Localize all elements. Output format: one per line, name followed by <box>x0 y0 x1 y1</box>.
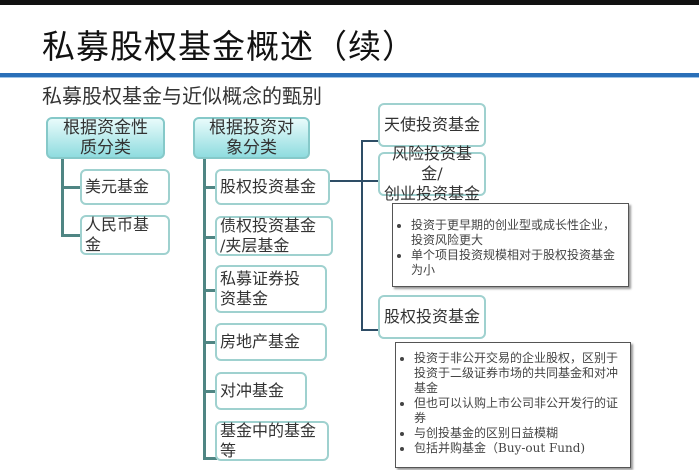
node-private-equity-fund: 股权投资基金 <box>378 295 486 339</box>
header-line: 象分类 <box>226 138 277 158</box>
header-line: 质分类 <box>80 138 131 158</box>
connector <box>203 158 206 460</box>
node-label-line: 债权投资基金 <box>220 216 317 235</box>
slide-subtitle: 私募股权基金与近似概念的甄别 <box>42 84 322 108</box>
note-private-equity: 投资于非公开交易的企业股权，区别于投资于二级证券市场的共同基金和对冲基金 但也可… <box>395 342 631 468</box>
node-equity-fund: 股权投资基金 <box>215 169 330 205</box>
node-venture-capital-fund: 风险投资基金/ 创业投资基金 <box>378 144 486 203</box>
note-bullet: 包括并购基金（Buy-out Fund) <box>414 441 626 456</box>
node-rmb-fund: 人民币基 金 <box>80 215 170 255</box>
slide-title: 私募股权基金概述（续） <box>42 27 416 66</box>
node-label-line: 创业投资基金 <box>383 184 480 203</box>
note-bullet: 投资于更早期的创业型或成长性企业，投资风险更大 <box>411 218 624 248</box>
node-label-line: /夹层基金 <box>220 236 290 255</box>
connector <box>361 140 379 142</box>
header-line: 根据资金性 <box>63 118 148 138</box>
connector <box>203 236 217 239</box>
connector <box>61 158 64 237</box>
node-label-line: 基金中的基金 <box>220 421 317 440</box>
connector <box>361 140 363 330</box>
node-label-line: 等 <box>220 441 237 460</box>
node-label: 美元基金 <box>85 177 150 196</box>
connector <box>203 390 217 393</box>
connector <box>203 186 217 189</box>
node-label: 股权投资基金 <box>383 307 480 326</box>
connector <box>61 234 81 237</box>
note-bullet: 但也可以认购上市公司非公开发行的证券 <box>414 396 626 426</box>
node-label-line: 金 <box>85 235 102 254</box>
node-label: 股权投资基金 <box>220 177 317 196</box>
note-bullet: 单个项目投资规模相对于股权投资基金为小 <box>411 248 624 278</box>
node-hedge-fund: 对冲基金 <box>215 372 307 410</box>
node-label: 对冲基金 <box>220 381 285 400</box>
node-label-line: 私募证券投 <box>220 269 301 288</box>
node-label: 房地产基金 <box>220 332 301 351</box>
connector <box>203 457 217 460</box>
title-divider <box>0 73 699 77</box>
header-line: 根据投资对 <box>209 118 294 138</box>
header-investment-target: 根据投资对 象分类 <box>193 117 310 159</box>
connector <box>61 186 81 189</box>
note-venture-capital: 投资于更早期的创业型或成长性企业，投资风险更大 单个项目投资规模相对于股权投资基… <box>392 203 629 287</box>
node-label-line: 人民币基 <box>85 215 150 234</box>
title-divider-light <box>0 77 699 78</box>
node-label-line: 资基金 <box>220 289 269 308</box>
node-debt-mezzanine-fund: 债权投资基金 /夹层基金 <box>215 216 333 256</box>
connector <box>361 329 379 331</box>
connector <box>203 289 217 292</box>
node-fund-of-funds: 基金中的基金 等 <box>215 421 329 461</box>
node-usd-fund: 美元基金 <box>80 169 170 205</box>
node-label-line: 风险投资基金/ <box>391 144 472 183</box>
node-angel-fund: 天使投资基金 <box>378 103 486 147</box>
connector <box>330 180 380 182</box>
node-private-securities-fund: 私募证券投 资基金 <box>215 265 327 313</box>
top-border <box>0 0 699 5</box>
note-bullet: 投资于非公开交易的企业股权，区别于投资于二级证券市场的共同基金和对冲基金 <box>414 351 626 396</box>
node-real-estate-fund: 房地产基金 <box>215 323 327 361</box>
node-label: 天使投资基金 <box>383 115 480 134</box>
note-bullet: 与创投基金的区别日益模糊 <box>414 426 626 441</box>
connector <box>203 341 217 344</box>
header-fund-source: 根据资金性 质分类 <box>46 117 165 159</box>
